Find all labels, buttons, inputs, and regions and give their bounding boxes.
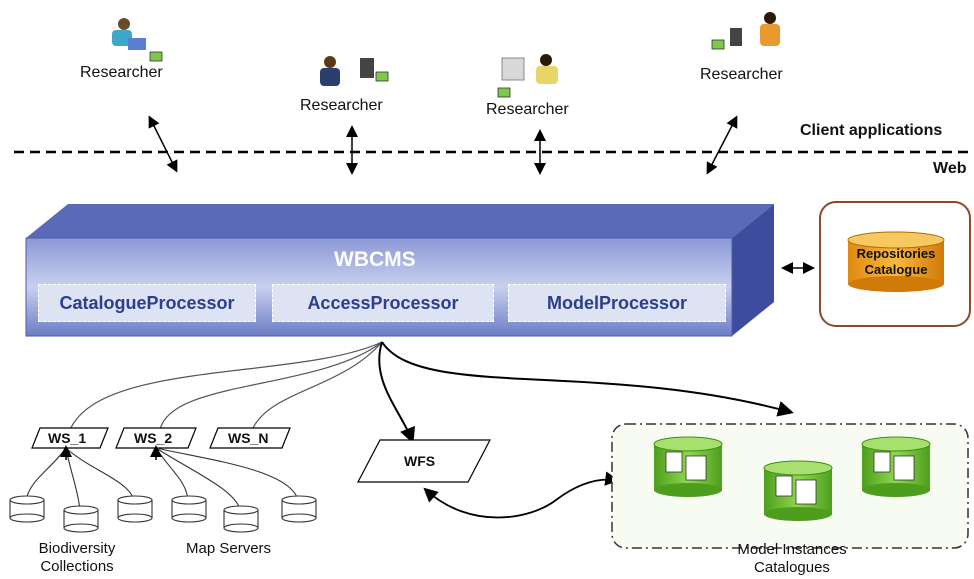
hub-connections <box>69 341 383 431</box>
ws-2-box <box>115 427 197 449</box>
wfs-arrow <box>378 341 415 444</box>
researcher-icon-4 <box>711 12 780 50</box>
catalogue-processor-box: CatalogueProcessor <box>38 284 256 322</box>
researcher-label-3: Researcher <box>486 101 569 118</box>
ws-n-label: WS_N <box>228 430 269 446</box>
researcher-1-arrow <box>148 115 178 173</box>
ws-branches <box>25 447 299 511</box>
access-processor-box: AccessProcessor <box>272 284 494 322</box>
model-instances-catalogues-label: Model Instances Catalogues <box>737 541 847 576</box>
wbcms-title: WBCMS <box>334 248 416 271</box>
ws-1-box <box>31 427 109 449</box>
biodiversity-collections-label: Biodiversity Collections <box>38 540 116 575</box>
model-catalogue-arrow <box>381 341 794 417</box>
researcher-icon-3 <box>497 54 558 98</box>
repositories-cylinder <box>847 231 945 292</box>
ws-n-box <box>209 427 291 449</box>
researcher-label-1: Researcher <box>80 64 163 81</box>
repositories-catalogue-label: Repositories Catalogue <box>856 246 936 277</box>
researcher-icon-2 <box>320 56 389 86</box>
map-server-databases <box>171 495 317 533</box>
model-db-2 <box>763 460 833 521</box>
wfs-label: WFS <box>404 453 436 469</box>
model-db-3 <box>861 436 931 497</box>
researcher-label-4: Researcher <box>700 66 783 83</box>
model-db-1 <box>653 436 723 497</box>
wfs-model-arrow <box>423 471 620 519</box>
researcher-label-2: Researcher <box>300 97 383 114</box>
ws-2-label: WS_2 <box>134 430 173 446</box>
model-processor-box: ModelProcessor <box>508 284 726 322</box>
client-applications-label: Client applications <box>800 122 943 139</box>
ws-1-label: WS_1 <box>48 430 87 446</box>
researcher-icon-1 <box>112 18 163 62</box>
researcher-4-arrow <box>706 115 738 175</box>
map-servers-label: Map Servers <box>186 540 272 557</box>
web-label: Web <box>933 160 967 177</box>
wfs-box <box>357 439 491 483</box>
biodiversity-databases <box>9 495 153 533</box>
